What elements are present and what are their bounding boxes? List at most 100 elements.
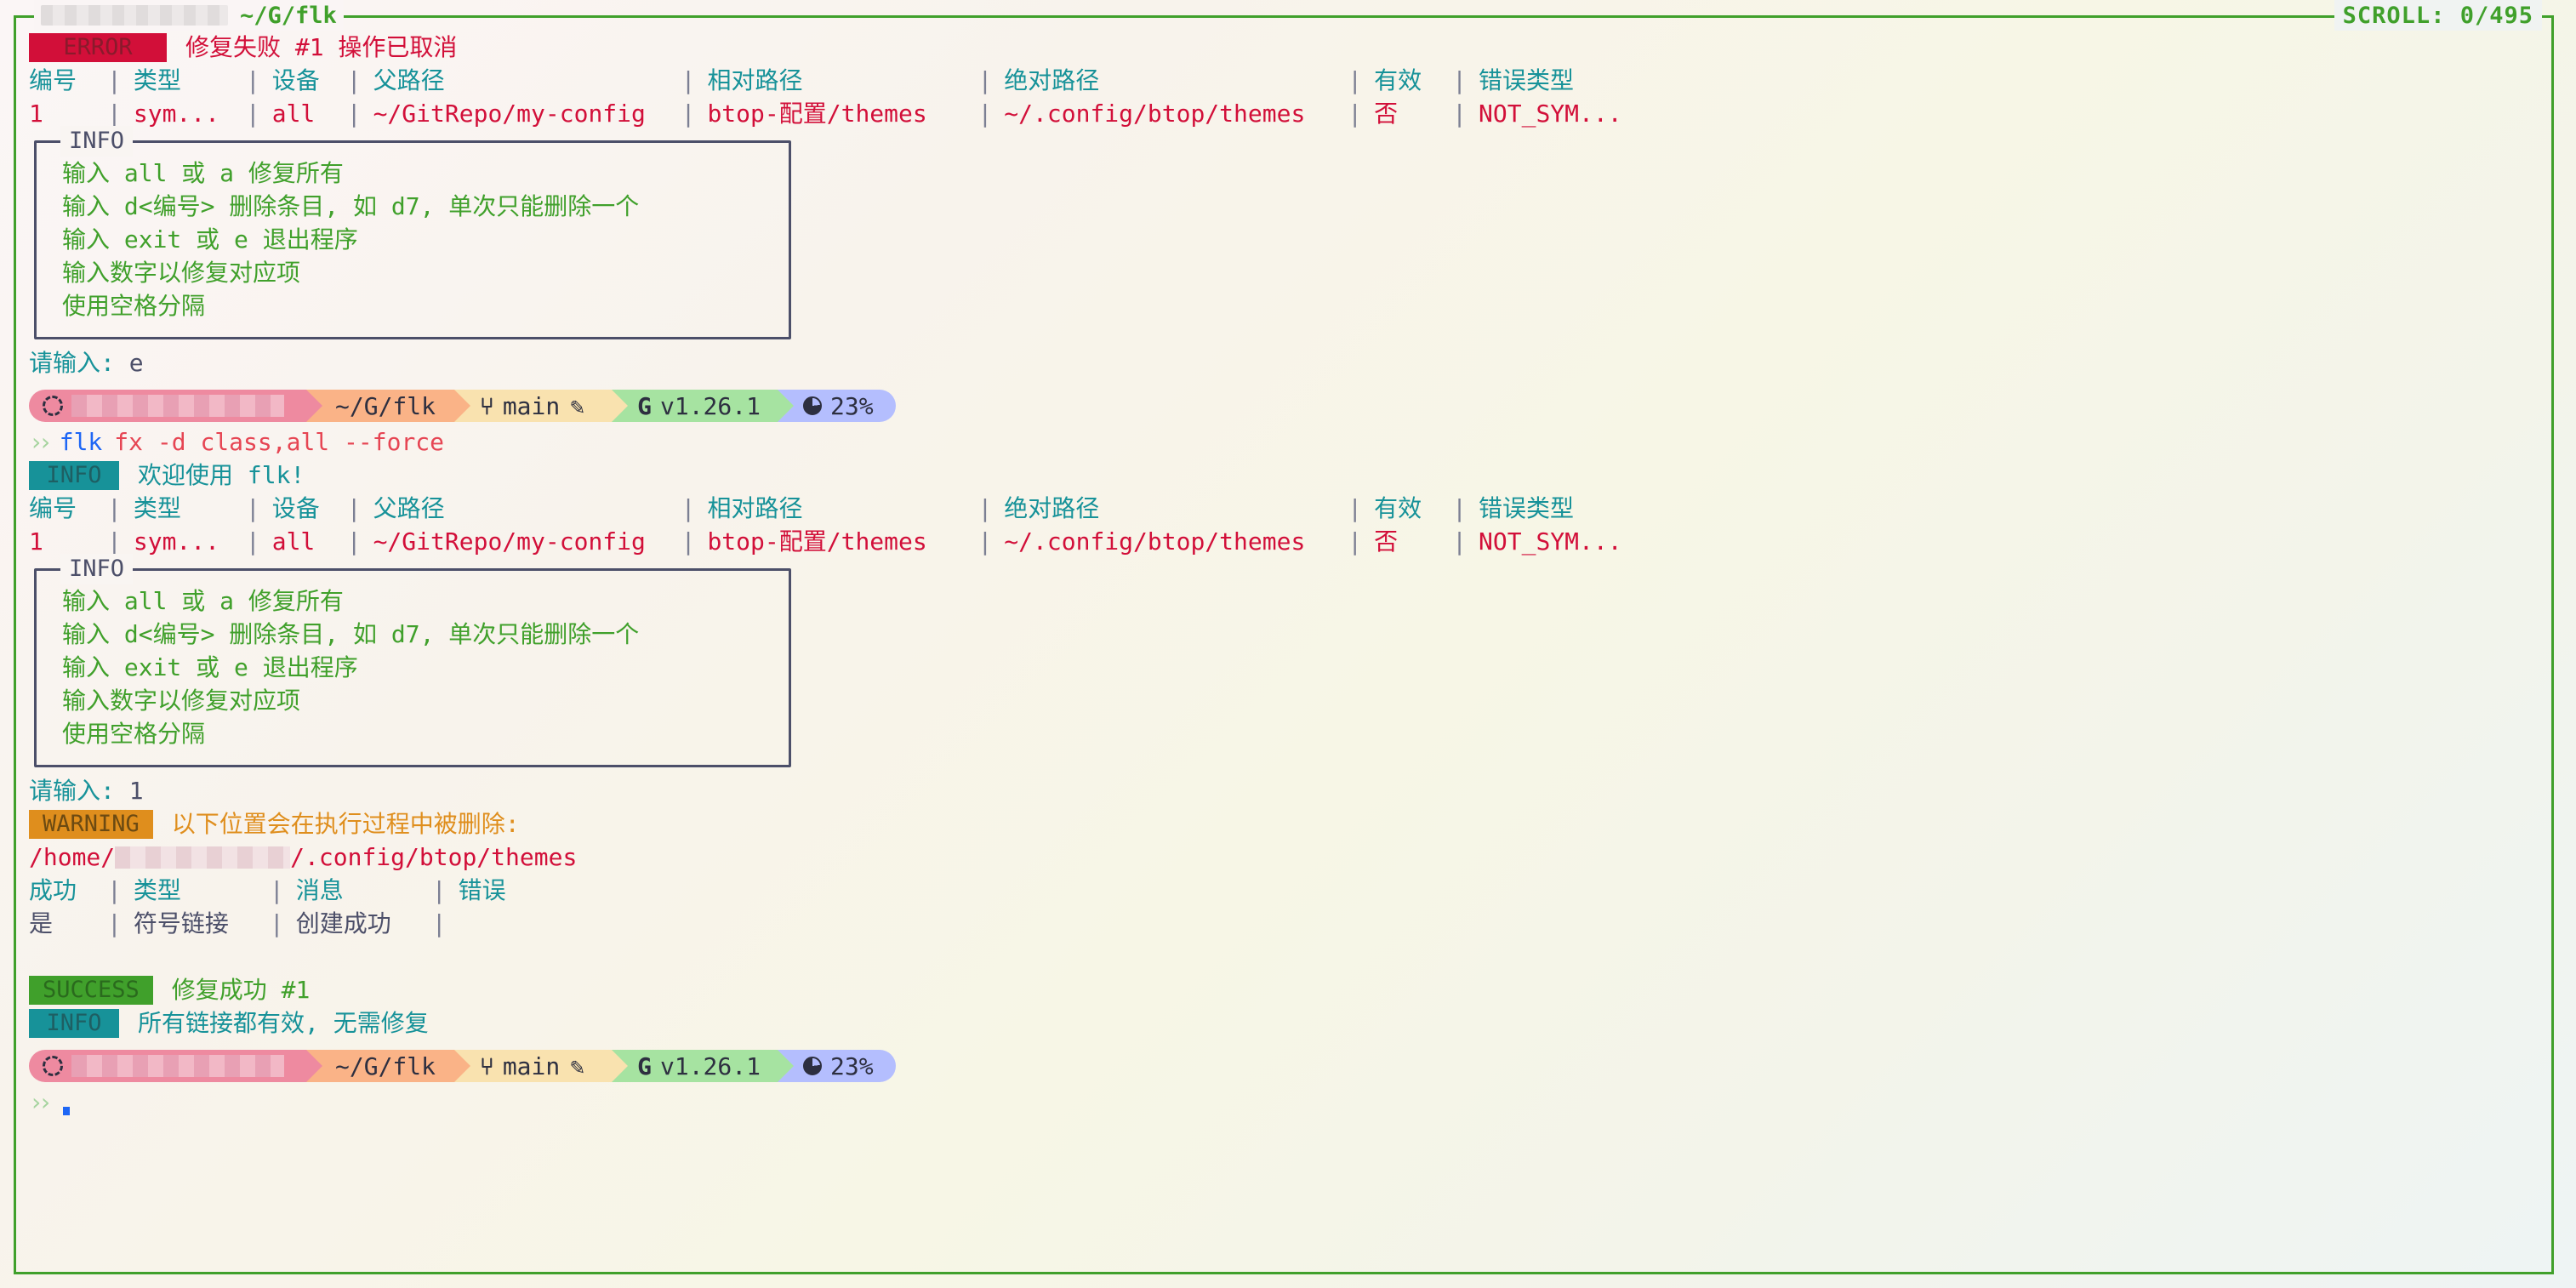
cell: 否 [1374,527,1399,556]
col-header: 父路径 [373,66,445,94]
info-box-line: 输入 d<编号> 删除条目, 如 d7, 单次只能删除一个 [62,620,640,648]
redacted-username [71,1055,284,1077]
prompt-value: 1 [128,777,144,805]
info-box-line: 使用空格分隔 [62,292,206,320]
cell: ~/.config/btop/themes [1004,100,1306,128]
statusbar-path-text: ~/G/flk [335,391,436,420]
success-line: SUCCESS 修复成功 #1 [29,973,2539,1006]
prompt-chevron-icon: ›› [29,1088,53,1116]
scroll-indicator: SCROLL: 0/495 [2334,0,2542,31]
info-box-line: 输入 exit 或 e 退出程序 [62,653,358,681]
prompt-label: 请输入: [29,349,115,377]
col-header: 类型 [133,66,181,94]
col-header: 消息 [295,876,344,904]
statusbar-user [29,390,322,422]
statusbar-git: ⑂ main ✎ [454,1050,629,1082]
pie-chart-icon [803,396,822,415]
statusbar-battery-text: 23% [830,1051,874,1080]
info-message: 欢迎使用 flk! [138,461,305,489]
col-header: 设备 [271,494,320,522]
result-table-header: 成功| 类型| 消息| 错误 [29,874,2539,907]
table-header: 编号| 类型| 设备| 父路径| 相对路径| 绝对路径| 有效| 错误类型 [29,492,2539,525]
statusbar-path-text: ~/G/flk [335,1051,436,1080]
success-message: 修复成功 #1 [171,976,311,1004]
statusbar-go-version: v1.26.1 [659,391,761,420]
delete-path-prefix: /home/ [29,843,116,871]
statusbar-battery-text: 23% [830,391,874,420]
success-tag: SUCCESS [29,975,153,1005]
final-info-line: INFO 所有链接都有效, 无需修复 [29,1006,2539,1040]
info-box: INFO 输入 all 或 a 修复所有 输入 d<编号> 删除条目, 如 d7… [34,554,791,767]
cell: 符号链接 [133,909,229,938]
warning-line: WARNING 以下位置会在执行过程中被删除: [29,807,2539,841]
git-branch-icon: ⑂ [480,1051,494,1080]
scroll-value: 0/495 [2459,2,2533,29]
statusbar-go-version: v1.26.1 [659,1051,761,1080]
info-tag: INFO [29,460,119,490]
info-box-title: INFO [60,126,134,157]
cell: 否 [1374,100,1399,128]
window-title-bar: ~/G/flk [34,0,344,31]
error-tag: ERROR [29,32,167,62]
redacted-username [115,846,291,869]
col-header: 成功 [29,876,77,904]
scroll-label: SCROLL: [2342,2,2446,29]
col-header: 错误类型 [1479,494,1575,522]
command-input-line[interactable]: ›› [29,1086,2539,1119]
cell: all [271,100,316,128]
col-header: 编号 [29,494,77,522]
cell: 1 [29,527,43,556]
statusbar-branch: main [502,1051,561,1080]
input-prompt: 请输入: e [29,346,2539,379]
cell: ~/.config/btop/themes [1004,527,1306,556]
info-box: INFO 输入 all 或 a 修复所有 输入 d<编号> 删除条目, 如 d7… [34,126,791,339]
cell: btop-配置/themes [707,527,927,556]
error-line: ERROR 修复失败 #1 操作已取消 [29,31,2539,64]
statusbar-path: ~/G/flk [306,1050,471,1082]
info-box-line: 输入 d<编号> 删除条目, 如 d7, 单次只能删除一个 [62,192,640,220]
terminal-output[interactable]: ERROR 修复失败 #1 操作已取消 编号| 类型| 设备| 父路径| 相对路… [29,31,2539,1119]
info-line: INFO 欢迎使用 flk! [29,459,2539,492]
info-box-line: 输入数字以修复对应项 [62,259,301,287]
prompt-label: 请输入: [29,777,115,805]
prompt-statusbar: ~/G/flk ⑂ main ✎ G v1.26.1 23% [29,390,2539,422]
col-header: 有效 [1374,66,1422,94]
cell: NOT_SYM... [1479,100,1622,128]
git-branch-icon: ⑂ [480,391,494,420]
col-header: 相对路径 [707,494,803,522]
edit-icon: ✎ [570,1051,585,1080]
delete-path-suffix: /.config/btop/themes [290,843,578,871]
command-line[interactable]: ›› flk fx -d class,all --force [29,425,2539,459]
prompt-statusbar: ~/G/flk ⑂ main ✎ G v1.26.1 23% [29,1050,2539,1082]
info-box-line: 输入数字以修复对应项 [62,687,301,715]
statusbar-go: G v1.26.1 [612,390,794,422]
table-row: 1| sym...| all| ~/GitRepo/my-config| bto… [29,525,2539,558]
window-title: ~/G/flk [240,2,337,29]
cell: btop-配置/themes [707,100,927,128]
info-box-line: 输入 all 或 a 修复所有 [62,587,344,615]
info-box-line: 使用空格分隔 [62,720,206,748]
info-box-line: 输入 all 或 a 修复所有 [62,159,344,187]
cell: 创建成功 [295,909,391,938]
edit-icon: ✎ [570,391,585,420]
cell: sym... [133,100,220,128]
command-exe: flk [59,428,103,456]
result-table-row: 是| 符号链接| 创建成功| [29,907,2539,940]
text-cursor [62,1106,70,1115]
ubuntu-icon [43,1056,63,1076]
col-header: 错误类型 [1479,66,1575,94]
cell: sym... [133,527,220,556]
statusbar-user [29,1050,322,1082]
statusbar-go: G v1.26.1 [612,1050,794,1082]
prompt-value: e [128,349,144,377]
error-message: 修复失败 #1 操作已取消 [185,33,458,61]
cell: ~/GitRepo/my-config [373,527,646,556]
cell: 1 [29,100,43,128]
statusbar-path: ~/G/flk [306,390,471,422]
col-header: 类型 [133,494,181,522]
go-icon: G [637,391,652,420]
table-row: 1| sym...| all| ~/GitRepo/my-config| bto… [29,97,2539,130]
ubuntu-icon [43,396,63,416]
col-header: 相对路径 [707,66,803,94]
col-header: 有效 [1374,494,1422,522]
